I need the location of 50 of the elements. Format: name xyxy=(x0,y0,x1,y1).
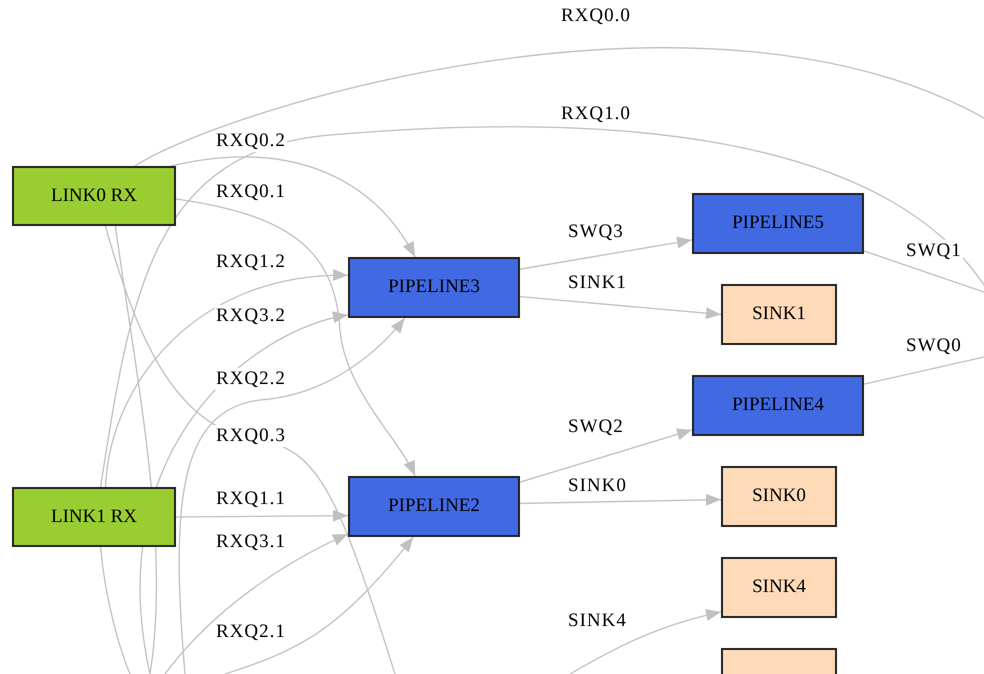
edge-label: RXQ2.1 xyxy=(215,621,287,643)
edge-label: SWQ2 xyxy=(567,416,625,438)
arrow xyxy=(520,494,722,506)
arrow xyxy=(224,536,414,674)
edge-label: RXQ3.2 xyxy=(215,305,287,327)
arrow xyxy=(164,533,348,674)
arrow xyxy=(520,296,722,320)
edge-label: RXQ3.1 xyxy=(215,531,287,553)
edge-label: RXQ1.0 xyxy=(560,103,632,125)
connector-line xyxy=(100,546,131,674)
arrow xyxy=(176,510,348,522)
edge-label: SWQ0 xyxy=(905,335,963,357)
connector-line xyxy=(864,250,984,293)
node-label: SINK1 xyxy=(752,302,806,326)
process-box xyxy=(692,375,864,436)
arrow xyxy=(520,428,692,483)
edge-label: RXQ1.1 xyxy=(215,488,287,510)
process-box xyxy=(12,166,176,226)
process-box xyxy=(721,284,837,345)
arrow xyxy=(104,270,348,488)
arrow xyxy=(176,198,416,476)
process-box xyxy=(721,557,837,618)
node-label: SINK4 xyxy=(752,575,806,600)
connector-line xyxy=(100,126,984,488)
edge-label: SWQ3 xyxy=(567,221,625,243)
edge-label: RXQ0.1 xyxy=(215,181,287,203)
process-box xyxy=(348,476,520,537)
process-box xyxy=(721,466,837,527)
edge-label: RXQ1.2 xyxy=(215,251,287,273)
node-label: PIPELINE4 xyxy=(732,393,824,418)
node-label: PIPELINE3 xyxy=(388,275,480,300)
process-box xyxy=(692,193,864,254)
arrow xyxy=(170,156,416,258)
connector-line xyxy=(134,47,984,167)
edge-label: RXQ0.0 xyxy=(560,5,632,27)
arrow xyxy=(570,609,722,674)
edge-label: SWQ1 xyxy=(905,240,963,262)
arrow xyxy=(520,236,692,270)
node-label: LINK1 RX xyxy=(50,504,138,529)
edge-label: RXQ2.2 xyxy=(215,368,287,390)
connector-line xyxy=(864,356,984,385)
node-label: PIPELINE5 xyxy=(732,211,824,236)
arrow xyxy=(178,318,406,674)
process-box xyxy=(348,257,520,318)
node-label: SINK0 xyxy=(752,484,806,508)
edge-label: RXQ0.2 xyxy=(215,130,287,152)
node-label: LINK0 RX xyxy=(50,184,138,208)
edge-label: RXQ0.3 xyxy=(215,425,287,447)
process-box xyxy=(12,487,176,547)
node-label: PIPELINE2 xyxy=(388,494,480,518)
